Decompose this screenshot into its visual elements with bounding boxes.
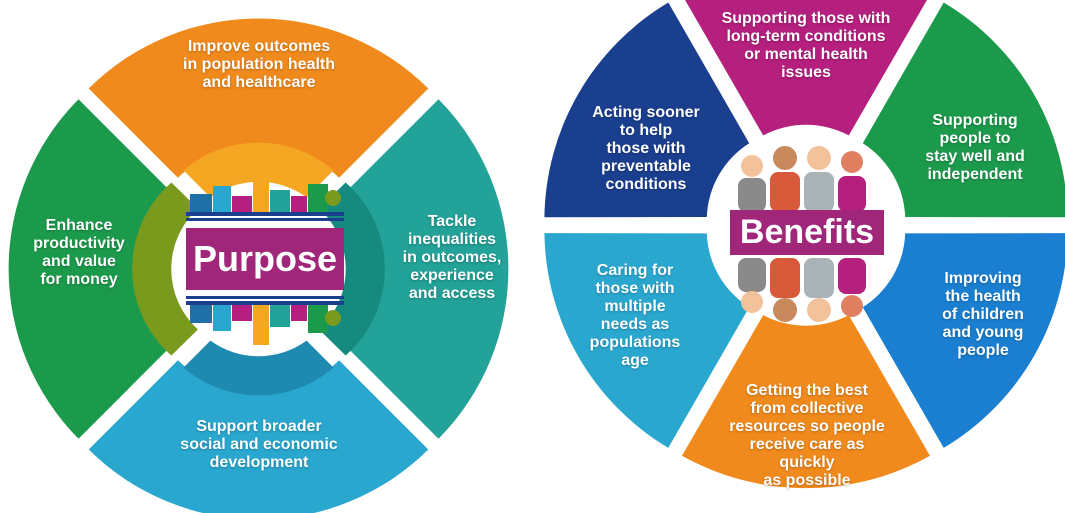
purpose-label-top: Improve outcomes in population health an… <box>183 38 335 91</box>
benefits-segment-bottom <box>682 315 930 489</box>
benefits-label-lower-right: Improving the health of children and you… <box>942 270 1024 359</box>
benefits-label-bottom: Getting the best from collective resourc… <box>729 382 885 489</box>
benefits-segment-upper-right <box>862 2 1065 218</box>
purpose-label-right: Tackle inequalities in outcomes, experie… <box>402 213 502 302</box>
purpose-title: Purpose <box>192 238 338 279</box>
town-illustration-top <box>186 172 344 221</box>
purpose-inner-ring-top <box>183 142 334 198</box>
purpose-segment-right <box>349 99 509 439</box>
benefits-title-banner <box>730 210 884 255</box>
purpose-segment-bottom <box>88 360 429 513</box>
benefits-segment-upper-left <box>544 2 750 218</box>
benefits-segment-lower-left <box>544 233 750 448</box>
people-illustration-bottom <box>738 258 866 322</box>
benefits-segment-lower-right <box>862 233 1065 448</box>
benefits-label-upper-right: Supporting people to stay well and indep… <box>925 112 1025 183</box>
town-illustration-bottom <box>186 296 344 345</box>
benefits-label-top: Supporting those with long-term conditio… <box>721 10 891 81</box>
benefits-label-upper-left: Acting sooner to help those with prevent… <box>592 104 700 193</box>
people-illustration-top <box>738 146 866 212</box>
purpose-inner-ring-left <box>132 182 198 356</box>
benefits-inner-ring <box>708 127 904 323</box>
purpose-title-banner <box>186 228 344 290</box>
benefits-wheel <box>544 0 1065 489</box>
benefits-segment-top <box>685 0 927 136</box>
purpose-segment-left <box>8 99 168 439</box>
purpose-inner-ring-bottom <box>183 340 334 396</box>
purpose-label-left: Enhance productivity and value for money <box>33 217 125 288</box>
purpose-label-bottom: Support broader social and economic deve… <box>180 418 338 471</box>
purpose-segment-top <box>88 18 429 178</box>
benefits-label-lower-left: Caring for those with multiple needs as … <box>589 262 681 369</box>
purpose-wheel <box>8 18 509 513</box>
benefits-title: Benefits <box>739 213 875 251</box>
